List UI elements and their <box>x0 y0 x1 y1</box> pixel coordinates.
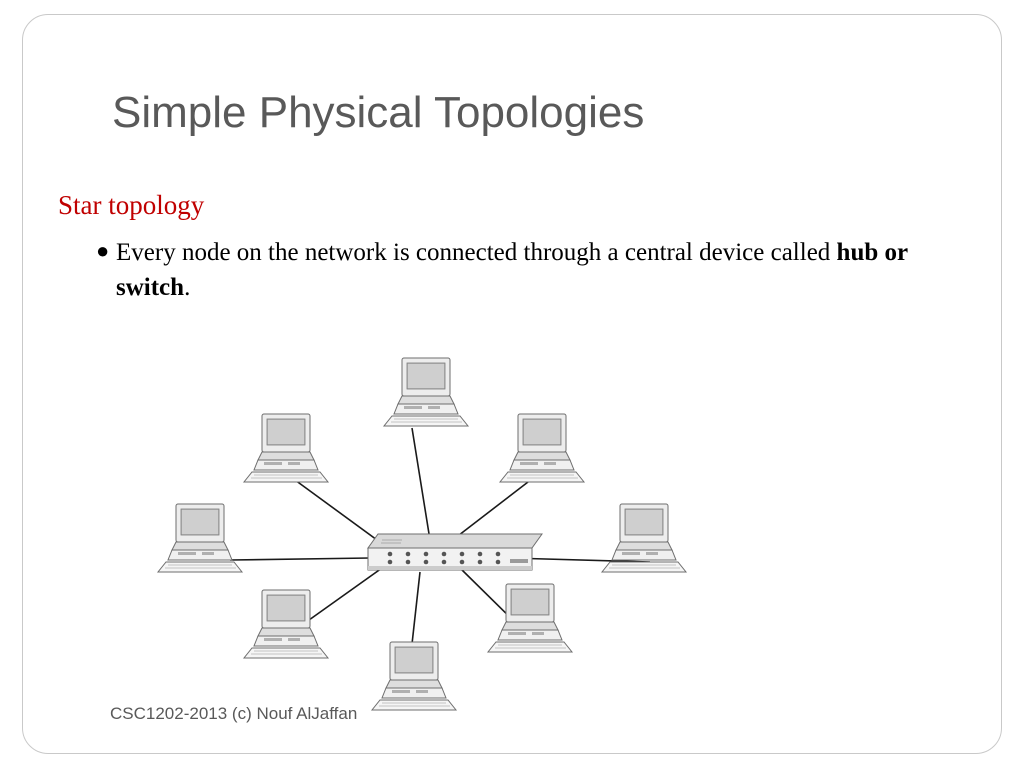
bullet-list-item: ● Every node on the network is connected… <box>96 236 936 305</box>
link-switch-pc-upper-left <box>294 479 389 549</box>
bullet-text: Every node on the network is connected t… <box>116 236 936 305</box>
desktop-computer-icon <box>156 503 244 573</box>
desktop-computer-icon <box>600 503 688 573</box>
slide-footer: CSC1202-2013 (c) Nouf AlJaffan <box>110 704 358 723</box>
page-title: Simple Physical Topologies <box>112 88 645 137</box>
list-item <box>486 582 582 656</box>
desktop-computer-icon <box>498 413 586 483</box>
list-item <box>382 356 478 430</box>
list-item <box>156 502 252 576</box>
list-item <box>242 588 338 662</box>
link-switch-pc-right <box>509 557 651 563</box>
network-switch <box>360 528 550 578</box>
network-switch-icon <box>367 533 543 571</box>
desktop-computer-icon <box>370 641 458 711</box>
link-switch-pc-upper-right <box>449 481 529 543</box>
section-heading: Star topology <box>58 190 205 220</box>
bullet-text-before: Every node on the network is connected t… <box>116 239 837 266</box>
bullet-text-emphasis: hub or switch <box>116 239 908 301</box>
link-switch-pc-left <box>229 557 371 561</box>
link-switch-pc-top <box>411 427 431 541</box>
star-topology-diagram <box>120 350 780 711</box>
list-item <box>370 640 466 714</box>
desktop-computer-icon <box>242 413 330 483</box>
list-item <box>498 412 594 486</box>
list-item <box>242 412 338 486</box>
desktop-computer-icon <box>382 357 470 427</box>
list-item <box>600 502 696 576</box>
bullet-text-after: . <box>184 273 191 301</box>
desktop-computer-icon <box>242 589 330 659</box>
desktop-computer-icon <box>486 583 574 653</box>
bullet-marker-icon: ● <box>96 238 110 263</box>
